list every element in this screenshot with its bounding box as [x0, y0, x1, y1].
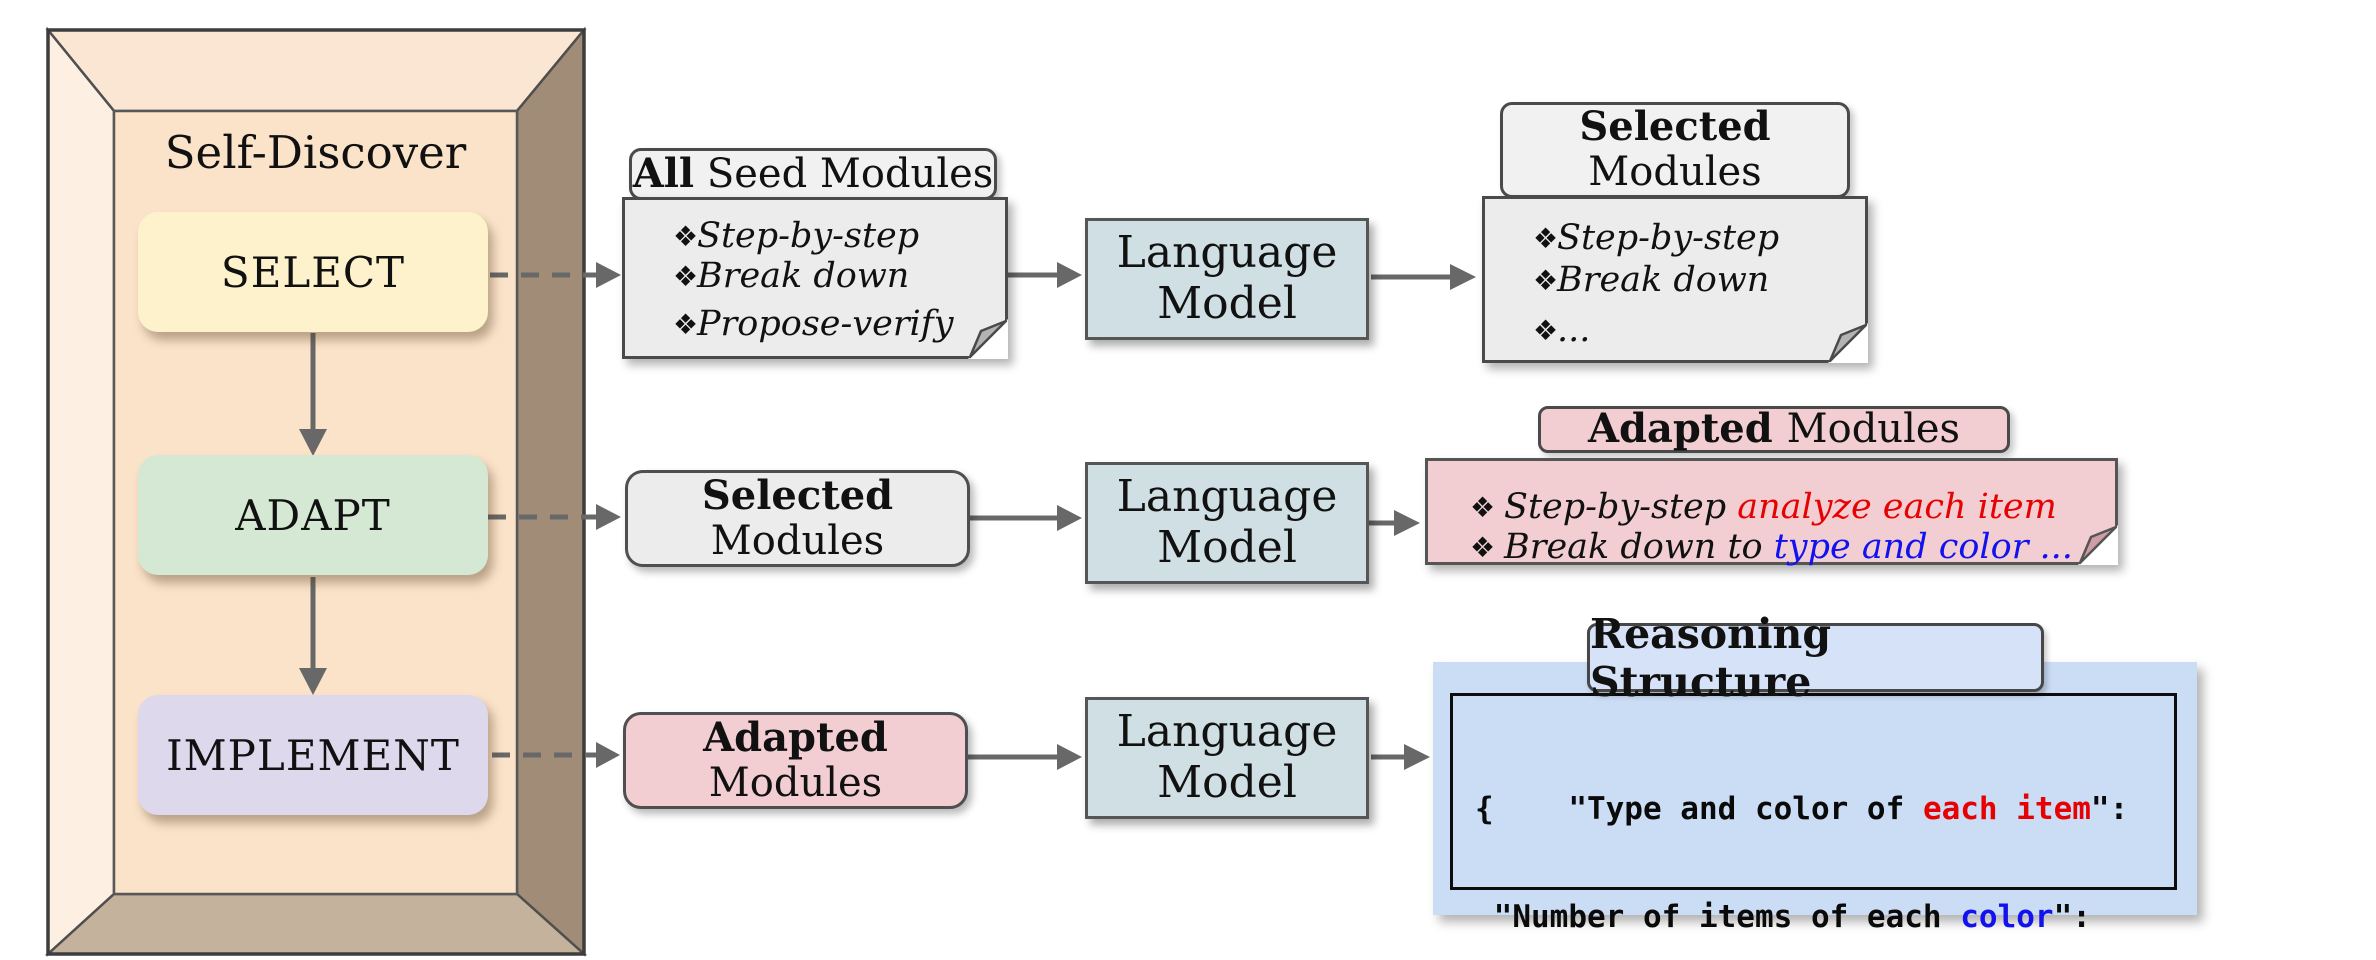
arrowhead-row3-lm-to-output: [1404, 744, 1430, 770]
all-seed-modules-note: ❖ Step-by-step ❖ Break down ❖ Propose-ve…: [622, 197, 1008, 359]
diamond-bullet-icon: ❖: [1533, 221, 1559, 255]
arrowhead-row1-lm-to-output: [1450, 264, 1476, 290]
seed-module-text: Step-by-step: [697, 216, 920, 256]
pipeline-arrows: [968, 262, 1476, 770]
adapted-modules-input-line1: Adapted: [703, 713, 888, 761]
language-model-line: Model: [1157, 757, 1297, 808]
diamond-bullet-icon: ❖: [673, 307, 699, 341]
selected-modules-input-box: Selected Modules: [625, 470, 970, 567]
dashed-stage-output-arrows: [488, 262, 621, 768]
selected-module-text: Step-by-step: [1557, 218, 1780, 258]
language-model-row2: Language Model: [1085, 462, 1369, 584]
diamond-bullet-icon: ❖: [1470, 490, 1496, 524]
frame-top-face: [45, 28, 587, 113]
diamond-bullet-icon: ❖: [673, 259, 699, 293]
language-model-line: Model: [1157, 278, 1297, 329]
stage-implement-label: IMPLEMENT: [166, 730, 460, 780]
adapted-modules-input-box: Adapted Modules: [623, 712, 968, 809]
diamond-bullet-icon: ❖: [1533, 313, 1559, 347]
language-model-line: Language: [1116, 706, 1338, 758]
arrowhead-adapt-to-implement: [299, 668, 327, 695]
arrowhead-select-out: [596, 262, 621, 288]
arrowhead-adapt-out: [596, 504, 621, 530]
seed-module-text: Break down: [697, 256, 910, 296]
adapted-module-item: ❖ Step-by-step analyze each item: [1428, 487, 2115, 527]
seed-module-item: ❖ Propose-verify: [625, 304, 1005, 344]
language-model-row1: Language Model: [1085, 218, 1369, 340]
reasoning-structure-title: Reasoning Structure: [1590, 609, 1832, 706]
selected-module-item: ❖ Break down: [1485, 259, 1865, 301]
diamond-bullet-icon: ❖: [673, 219, 699, 253]
folded-corner-icon: [2078, 525, 2118, 565]
arrowhead-select-to-adapt: [299, 429, 327, 456]
adapted-modules-input-line2: Modules: [708, 759, 883, 806]
frame-right-face: [515, 26, 586, 957]
diagram-title: Self-Discover: [164, 126, 467, 179]
selected-module-text: ...: [1557, 310, 1591, 350]
diamond-bullet-icon: ❖: [1470, 530, 1496, 564]
adapted-module-text: Break down to type and color ...: [1504, 527, 2073, 567]
selected-module-text: Break down: [1557, 260, 1770, 300]
stage-select: SELECT: [138, 212, 488, 332]
selected-modules-input-line2: Modules: [710, 517, 885, 564]
language-model-line: Language: [1116, 227, 1338, 279]
code-line: { "Type and color of each item":: [1475, 791, 2129, 827]
folded-corner-icon: [1828, 323, 1868, 363]
stage-adapt: ADAPT: [138, 455, 488, 575]
language-model-line: Language: [1116, 471, 1338, 523]
folded-corner-icon: [968, 319, 1008, 359]
selected-modules-input-line1: Selected: [701, 471, 894, 519]
seed-module-item: ❖ Step-by-step: [625, 216, 1005, 256]
selected-module-item: ❖ Step-by-step: [1485, 217, 1865, 259]
adapted-modules-tab: Adapted Modules: [1538, 406, 2010, 453]
arrowhead-row1-input-to-lm: [1057, 262, 1082, 288]
arrowhead-row2-input-to-lm: [1057, 505, 1082, 531]
language-model-row3: Language Model: [1085, 697, 1369, 819]
adapted-module-text: Step-by-step analyze each item: [1504, 487, 2057, 527]
selected-modules-output-note: ❖ Step-by-step ❖ Break down ❖ ...: [1482, 196, 1868, 363]
selected-module-item: ❖ ...: [1485, 309, 1865, 351]
reasoning-structure-code: { "Type and color of each item": "Number…: [1450, 693, 2177, 935]
frame-left-face: [46, 26, 116, 957]
code-line: "Number of items of each color":: [1475, 899, 2091, 935]
seed-module-text: Propose-verify: [697, 304, 954, 344]
all-seed-modules-tab: All Seed Modules: [629, 148, 997, 200]
frame-outer-border: [46, 28, 586, 956]
adapted-module-item: ❖ Break down to type and color ...: [1428, 527, 2115, 567]
frame-bottom-face: [44, 892, 588, 956]
seed-module-item: ❖ Break down: [625, 256, 1005, 296]
all-seed-modules-title: All Seed Modules: [632, 149, 994, 197]
adapted-modules-title: Adapted Modules: [1587, 405, 1961, 453]
stage-flow-arrows: [299, 333, 327, 695]
adapted-modules-note: ❖ Step-by-step analyze each item ❖ Break…: [1425, 458, 2118, 567]
selected-modules-title-line2: Modules: [1588, 149, 1762, 195]
arrowhead-row3-input-to-lm: [1057, 744, 1082, 770]
diamond-bullet-icon: ❖: [1533, 263, 1559, 297]
arrowhead-row2-lm-to-output: [1394, 510, 1420, 536]
selected-modules-title-line1: Selected: [1579, 103, 1771, 151]
stage-adapt-label: ADAPT: [235, 490, 391, 540]
selected-modules-output-tab: Selected Modules: [1500, 102, 1850, 198]
language-model-line: Model: [1157, 522, 1297, 573]
stage-implement: IMPLEMENT: [138, 695, 488, 815]
stage-select-label: SELECT: [220, 247, 406, 297]
arrowhead-implement-out: [596, 742, 620, 768]
reasoning-structure-tab: Reasoning Structure: [1587, 610, 2044, 706]
reasoning-structure-panel: [1433, 662, 2197, 915]
